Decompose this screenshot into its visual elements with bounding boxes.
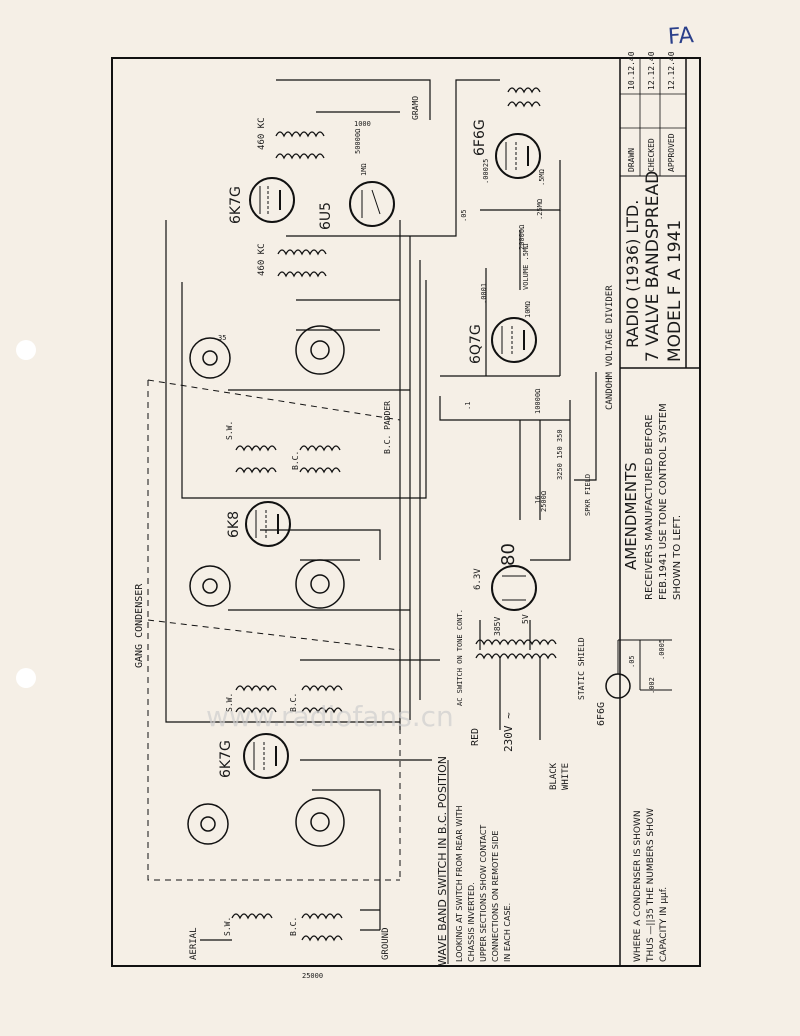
label-c1: .1: [464, 402, 472, 410]
switch-note-line-5: IN EACH CASE.: [503, 903, 512, 962]
label-sw-2: S.W.: [225, 693, 234, 712]
title-row-label-2: CHECKED: [647, 138, 656, 172]
tube-6u5-label: 6U5: [318, 202, 334, 230]
label-25meg: .25MΩ: [536, 199, 544, 220]
label-red: RED: [470, 728, 481, 746]
title-row-date-3: 12.12.40: [667, 51, 676, 90]
title-row-label-3: APPROVED: [667, 133, 676, 172]
switch-note-line-3: UPPER SECTIONS SHOW CONTACT: [479, 825, 488, 962]
label-c00025: .00025: [482, 159, 490, 184]
alt-cap-0005: .0005: [658, 639, 666, 660]
label-460kc-lower: 460 KC: [257, 243, 267, 276]
label-ac-switch: AC SWITCH ON TONE CONT.: [456, 609, 464, 706]
label-20000: 20000Ω: [518, 225, 526, 250]
amendments-line-2: FEB.1941 USE TONE CONTROL SYSTEM: [658, 403, 669, 600]
label-gang-condenser: GANG CONDENSER: [134, 583, 145, 668]
label-sw-1: S.W.: [225, 421, 234, 440]
label-5v: 5V: [521, 614, 530, 624]
set-description: 7 VALVE BANDSPREAD: [643, 171, 663, 362]
label-aerial: AERIAL: [189, 927, 199, 960]
watermark: www.radiofans.cn: [206, 700, 454, 733]
switch-note-heading: WAVE BAND SWITCH IN B.C. POSITION: [436, 756, 449, 966]
label-c05: .05: [460, 209, 468, 222]
title-row-date-1: 10.12.40: [627, 51, 636, 90]
tube-6q7g: 6Q7G: [468, 317, 537, 364]
model-number: MODEL F A 1941: [665, 220, 685, 362]
label-10000: 10000Ω: [534, 389, 542, 414]
condenser-note-line-2: THUS —||35 THE NUMBERS SHOW: [646, 808, 656, 963]
tube-6f6g-alt-label: 6F6G: [596, 702, 607, 726]
alt-cap-005: .002: [648, 677, 656, 694]
label-spkr-field: SPKR FIELD: [584, 474, 592, 516]
label-black: BLACK: [549, 762, 559, 790]
label-divider-vals: 3250 150 350: [556, 429, 564, 480]
drawing-border: [111, 57, 701, 967]
label-gramo: GRAMO: [411, 96, 420, 120]
switch-note-line-4: CONNECTIONS ON REMOTE SIDE: [491, 831, 500, 962]
tube-6k7g-if: 6K7G: [228, 177, 295, 224]
label-50000: 50000Ω: [354, 129, 362, 154]
label-1meg: 1MΩ: [360, 163, 368, 176]
label-bc-padder: B.C. PADDER: [383, 401, 392, 454]
tube-6f6g-label: 6F6G: [472, 119, 488, 156]
label-static-shield: STATIC SHIELD: [577, 637, 586, 700]
label-mains: 230V ~: [502, 712, 515, 752]
alt-cap-05: .05: [628, 655, 636, 668]
title-block: DRAWN CHECKED APPROVED 10.12.40 12.12.40…: [619, 51, 700, 966]
tube-6k7g-if-label: 6K7G: [228, 186, 244, 224]
label-ground: GROUND: [381, 927, 391, 960]
tube-80: 80: [491, 543, 537, 611]
punch-hole-lower: [16, 668, 36, 688]
condenser-note-line-3: CAPACITY IN μμf.: [659, 887, 669, 962]
label-candohm: CANDOHM VOLTAGE DIVIDER: [605, 285, 615, 410]
label-5meg: .5MΩ: [538, 169, 546, 186]
tube-6k7g-rf: 6K7G: [218, 733, 289, 779]
amendments-block: AMENDMENTS RECEIVERS MANUFACTURED BEFORE…: [622, 403, 683, 600]
switch-note-line-1: LOOKING AT SWITCH FROM REAR WITH: [455, 805, 464, 962]
tube-6k8: 6K8: [226, 501, 291, 547]
switch-note: WAVE BAND SWITCH IN B.C. POSITION LOOKIN…: [436, 756, 512, 966]
punch-hole-upper: [16, 340, 36, 360]
switch-wafers: [187, 325, 345, 847]
switch-note-line-2: CHASSIS INVERTED.: [467, 882, 476, 962]
amendments-line-3: SHOWN TO LEFT.: [672, 515, 683, 600]
condenser-note-line-1: WHERE A CONDENSER IS SHOWN: [633, 810, 643, 962]
amendments-heading: AMENDMENTS: [622, 462, 640, 570]
amendments-line-1: RECEIVERS MANUFACTURED BEFORE: [644, 414, 655, 600]
label-c16: 16: [534, 496, 542, 504]
label-bc-3: B.C.: [289, 917, 298, 936]
label-sw-3: S.W.: [223, 917, 232, 936]
label-bc-1: B.C.: [291, 451, 300, 470]
condenser-note: WHERE A CONDENSER IS SHOWN THUS —||35 TH…: [633, 808, 669, 963]
label-2500: 2500Ω: [540, 491, 548, 512]
label-6-3v: 6.3V: [473, 568, 483, 590]
company-name: RADIO (1936) LTD.: [623, 200, 642, 348]
label-460kc-upper: 460 KC: [257, 117, 267, 150]
tube-6f6g: 6F6G: [472, 119, 541, 179]
label-385v: 385V: [493, 617, 502, 636]
alt-tone-control: 6F6G .05 .0005 .002: [596, 639, 672, 726]
label-c0001: .0001: [480, 283, 488, 304]
label-10meg: 10MΩ: [524, 301, 532, 318]
label-volume: VOLUME .5MΩ: [522, 244, 530, 290]
tube-6f6g-alt: [605, 673, 631, 699]
label-white: WHITE: [561, 763, 571, 790]
gang-linkage: [147, 379, 401, 881]
label-c35: 35: [218, 334, 226, 342]
label-bc-2: B.C.: [289, 693, 298, 712]
tube-6k7g-rf-label: 6K7G: [218, 740, 234, 778]
tube-6k8-label: 6K8: [226, 511, 242, 538]
tube-80-label: 80: [498, 543, 519, 566]
tube-6u5: 6U5: [318, 181, 395, 230]
coils: [231, 87, 557, 942]
title-row-label-1: DRAWN: [627, 148, 636, 172]
label-25000: 25000: [302, 972, 323, 980]
label-c1000: 1000: [354, 120, 371, 128]
tube-6q7g-label: 6Q7G: [468, 324, 484, 364]
title-row-date-2: 12.12.40: [647, 51, 656, 90]
